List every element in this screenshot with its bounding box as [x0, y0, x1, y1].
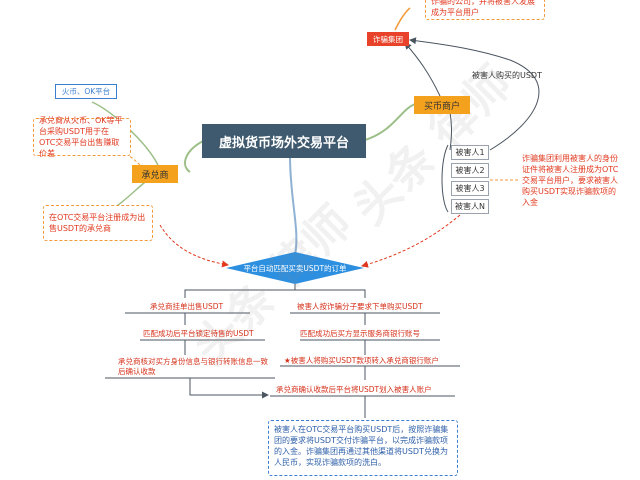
link-fraud-note [394, 7, 411, 31]
step-right-3: ★被害人将购买USDT款项转入承兑商银行账户 [284, 356, 439, 365]
fraud-method-note: 诈骗集团利用被害人的身份证件将被害人注册成为OTC交易平台用户，要求被害人购买U… [522, 147, 622, 213]
seller-register-note: 在OTC交易平台注册成为出售USDT的承兑商 [43, 205, 153, 241]
step-final: 承兑商确认收款后平台将USDT划入被害人账户 [276, 385, 432, 394]
branch-to-match [289, 155, 298, 256]
dashed-seller-to-match [159, 224, 229, 268]
buyer-box: 买币商户 [414, 96, 470, 114]
seller-buy-note: 承兑商从火币、OK等平台采购USDT用于在OTC交易平台出售赚取价差 [33, 116, 131, 158]
split-right [295, 289, 366, 298]
fraud-group-box: 诈骗集团 [367, 32, 409, 46]
link-victims-fraud [409, 37, 540, 151]
bottom-note: 被害人在OTC交易平台购买USDT后，按照诈骗集团的要求将USDT交付诈骗平台，… [268, 420, 458, 476]
dashed-victims-to-match [361, 214, 461, 268]
step-left-1: 承兑商挂单出售USDT [150, 302, 224, 311]
victim-box: 被害人3 [451, 181, 489, 196]
victim-box: 被害人1 [451, 145, 489, 160]
link-buyer-victims [449, 111, 452, 151]
page-title: 虚拟货币场外交易平台 [202, 124, 366, 158]
link-buyer-fraud [404, 42, 441, 97]
victim-box: 被害人2 [451, 163, 489, 178]
step-right-1: 被害人按诈骗分子要求下单购买USDT [297, 302, 423, 311]
top-note: 诈骗的公司，并将被害人发展成为平台用户 [425, 0, 545, 20]
platforms-box: 火币、OK平台 [55, 84, 117, 99]
match-diamond [226, 252, 364, 284]
seller-box: 承兑商 [132, 165, 178, 183]
match-label: 平台自动匹配买卖USDT的订单 [243, 263, 347, 273]
link-victim-bracket [441, 144, 449, 213]
victim-box: 被害人N [451, 199, 489, 214]
branch-to-buyer [364, 103, 416, 141]
split-left [184, 284, 296, 298]
step-left-2: 匹配成功后平台锁定待售的USDT [143, 329, 254, 338]
step-left-3: 承兑商核对买方身份信息与银行转账信息一致后确认收款 [118, 357, 268, 376]
step-right-2: 匹配成功后买方显示服务商银行账号 [300, 329, 420, 338]
branch-to-seller [184, 139, 206, 173]
edge-label-victim-buy: 被害人购买的USDT [472, 71, 542, 80]
merge-left [189, 378, 269, 399]
